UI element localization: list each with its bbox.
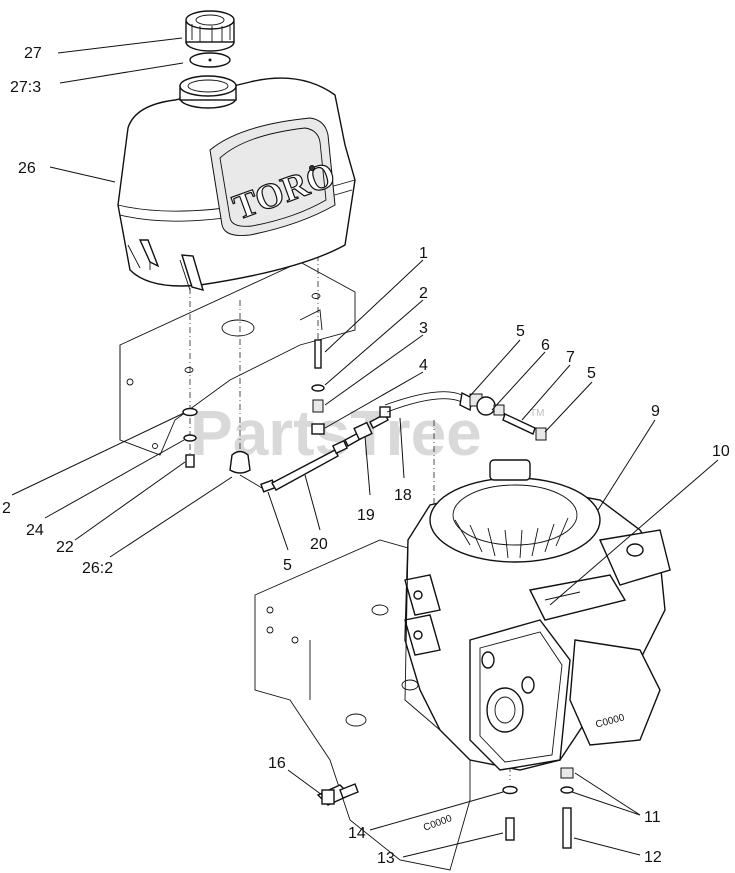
callout-5-a: 5 xyxy=(516,323,525,340)
callout-6: 6 xyxy=(541,337,550,354)
fuel-shutoff-valve xyxy=(316,783,359,806)
watermark-tm: TM xyxy=(530,408,544,419)
callout-27-3: 27:3 xyxy=(10,79,41,96)
callout-24: 24 xyxy=(26,522,44,539)
engine: C0000 xyxy=(404,459,671,771)
engine-mount-fasteners xyxy=(502,767,574,849)
left-fastener-stack xyxy=(182,407,198,468)
fuel-hose-assembly xyxy=(229,391,547,493)
callout-12: 12 xyxy=(644,849,662,866)
callout-5-b: 5 xyxy=(587,365,596,382)
callout-19: 19 xyxy=(357,507,375,524)
callout-18: 18 xyxy=(394,487,412,504)
callout-11: 11 xyxy=(644,809,661,826)
callout-labels: 27 27:3 26 1 2 3 4 5 6 7 5 9 10 2 24 22 … xyxy=(2,45,730,867)
tank-mounting-bracket xyxy=(119,261,356,456)
callout-20: 20 xyxy=(310,536,328,553)
callout-4: 4 xyxy=(419,357,428,374)
cap-gasket xyxy=(189,52,231,68)
callout-5-c: 5 xyxy=(283,557,292,574)
callout-2-right: 2 xyxy=(419,285,428,302)
callout-14: 14 xyxy=(348,825,366,842)
callout-26: 26 xyxy=(18,160,36,177)
callout-26-2: 26:2 xyxy=(82,560,113,577)
fuel-cap xyxy=(185,10,235,52)
fuel-tank: TORO xyxy=(117,75,356,292)
callout-2-left: 2 xyxy=(2,500,11,517)
callout-22: 22 xyxy=(56,539,74,556)
callout-7: 7 xyxy=(566,349,575,366)
callout-3: 3 xyxy=(419,320,428,337)
callout-1: 1 xyxy=(419,245,428,262)
callout-10: 10 xyxy=(712,443,730,460)
callout-9: 9 xyxy=(651,403,660,420)
callout-27: 27 xyxy=(24,45,42,62)
leader-lines xyxy=(11,37,719,858)
frame-decal: C0000 xyxy=(422,813,454,834)
callout-16: 16 xyxy=(268,755,286,772)
callout-13: 13 xyxy=(377,850,395,867)
right-fastener-stack xyxy=(311,339,325,435)
